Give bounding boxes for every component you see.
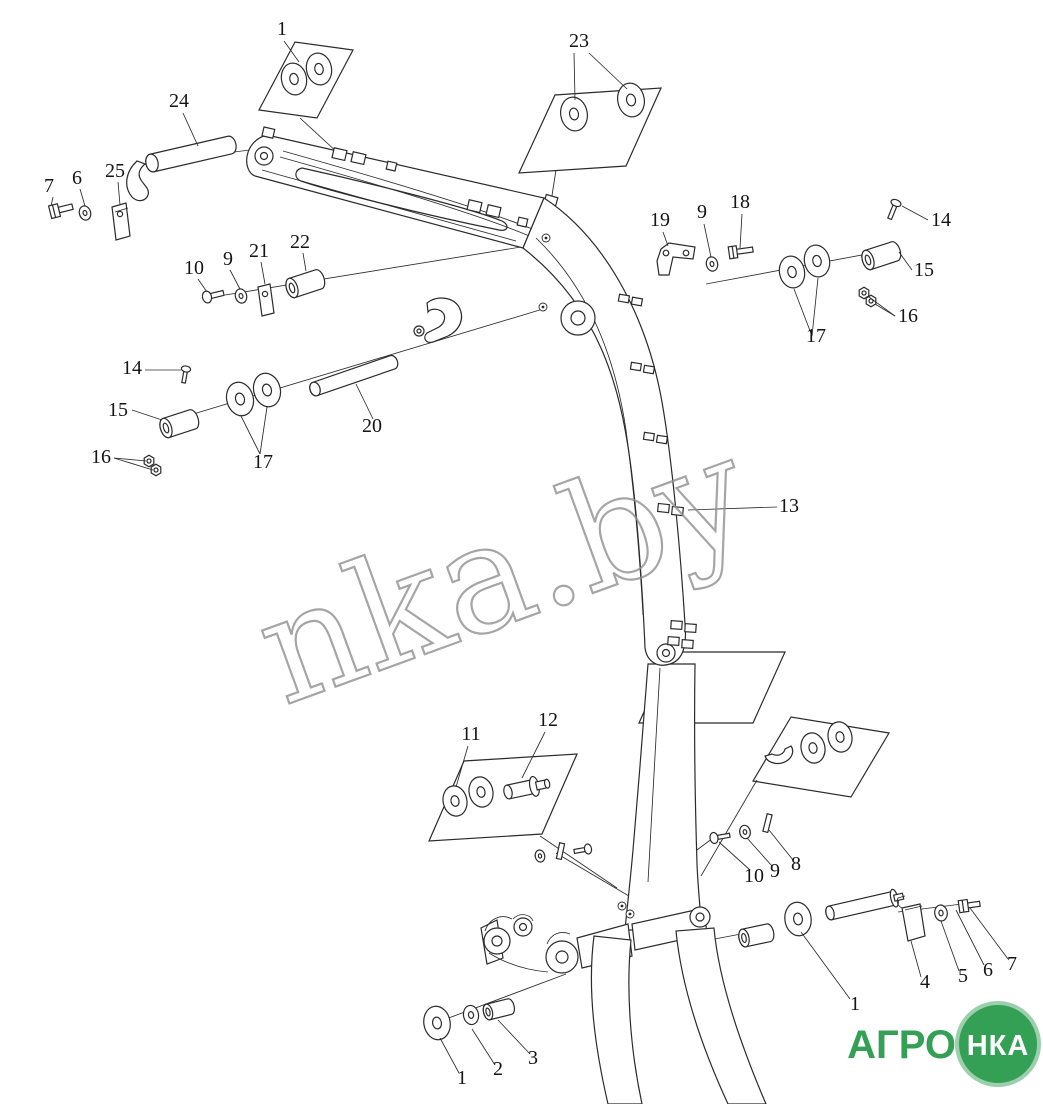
sleeve-22 [283, 267, 328, 300]
callout-7: 9 [223, 248, 233, 270]
leader-lines [50, 40, 1009, 1074]
bolt-10-bottom [709, 831, 731, 845]
bolt-hole-marks [538, 233, 551, 312]
logo-text-agro: АГРО [847, 1023, 956, 1067]
callout-labels: 1 23 24 7 6 25 10 9 21 22 19 9 18 14 15 … [44, 18, 1017, 1089]
base-bracket [480, 901, 767, 1104]
plate-21 [257, 283, 275, 317]
callout-9: 22 [290, 231, 310, 253]
washer-17-left-a [222, 378, 258, 420]
callout-23: 11 [461, 723, 480, 745]
callout-31: 6 [983, 959, 993, 981]
callout-26: 9 [770, 860, 780, 882]
washer-11-a [439, 783, 471, 819]
callout-30: 5 [958, 965, 968, 987]
bolt-mid-bottom [573, 843, 593, 855]
callout-29: 4 [920, 971, 930, 993]
washer-1-top-a [277, 60, 311, 98]
logo-text-nka: НКА [967, 1030, 1030, 1062]
boom-step-rungs [617, 293, 697, 650]
callout-16: 17 [806, 325, 826, 347]
callout-13: 14 [931, 209, 951, 231]
callout-21: 20 [362, 415, 382, 437]
callout-11: 9 [697, 201, 707, 223]
washer-17-left-b [249, 369, 285, 411]
callout-10: 19 [650, 209, 670, 231]
boom-lower-neck [624, 663, 703, 931]
callout-3: 7 [44, 175, 54, 197]
bushing-base [736, 922, 776, 949]
callout-34: 2 [493, 1058, 503, 1080]
pin-20 [309, 354, 399, 397]
washer-17-right-a [775, 253, 809, 291]
washer-17-right-b [800, 242, 834, 280]
bolt-7-left [47, 202, 74, 220]
callout-6: 10 [184, 257, 204, 279]
washer-mid-bottom [533, 848, 547, 864]
callout-33: 1 [457, 1067, 467, 1089]
callout-5: 25 [105, 160, 125, 182]
bolt-10-mid [201, 289, 225, 304]
callout-27: 8 [791, 853, 801, 875]
pin-mid-bottom [555, 842, 566, 861]
pin-12 [503, 775, 551, 800]
callout-24: 12 [538, 709, 558, 731]
washer-6-left [77, 204, 93, 222]
pin-24 [145, 135, 237, 173]
callout-22: 13 [779, 495, 799, 517]
exploded-parts [47, 50, 981, 1043]
washer-plate-d-a [797, 730, 829, 766]
washer-23-a [557, 94, 591, 134]
washer-9-right [704, 255, 720, 273]
washer-1-foot [420, 1003, 454, 1043]
callout-18: 15 [108, 399, 128, 421]
washer-9-mid [233, 287, 249, 305]
washer-1-top-b [302, 50, 336, 88]
washer-11-b [465, 774, 497, 810]
callout-1: 23 [569, 30, 589, 52]
bolt-7-base [957, 898, 981, 914]
pin-8 [762, 813, 773, 834]
callout-25: 10 [744, 865, 764, 887]
pin-base [825, 888, 905, 921]
callout-28: 1 [850, 993, 860, 1015]
hook-bracket [424, 297, 463, 343]
washer-plate-d-b [824, 719, 856, 755]
wedge-24 [126, 160, 149, 202]
bushing-15-right [859, 239, 904, 272]
logo-circle [955, 1001, 1041, 1087]
callout-19: 16 [91, 446, 111, 468]
callout-0: 1 [277, 18, 287, 40]
strap-4 [896, 895, 926, 942]
brand-logo: АГРО НКА [847, 1001, 1041, 1087]
bolt-18 [727, 245, 754, 260]
bolt-14-right [886, 198, 902, 221]
upper-boom-arm [246, 126, 559, 249]
bushing-15-left [157, 407, 202, 440]
bracket-19 [656, 242, 696, 276]
plate-25 [111, 202, 131, 241]
callout-14: 15 [914, 259, 934, 281]
bolt-14-left [180, 365, 192, 384]
callout-12: 18 [730, 191, 750, 213]
washer-9-bottom [738, 824, 752, 840]
bushing-3-foot [481, 997, 517, 1022]
callout-17: 14 [122, 357, 142, 379]
callout-32: 7 [1007, 953, 1017, 975]
bolt-hook [413, 325, 425, 337]
callout-2: 24 [169, 90, 189, 112]
callout-8: 21 [249, 240, 269, 262]
callout-20: 17 [253, 451, 273, 473]
washer-1-base [782, 899, 814, 939]
clamp-plate-d [764, 745, 794, 765]
curved-boom [522, 197, 697, 666]
callout-4: 6 [72, 167, 82, 189]
washer-23-b [614, 80, 648, 120]
callout-15: 16 [898, 305, 918, 327]
callout-35: 3 [528, 1047, 538, 1069]
